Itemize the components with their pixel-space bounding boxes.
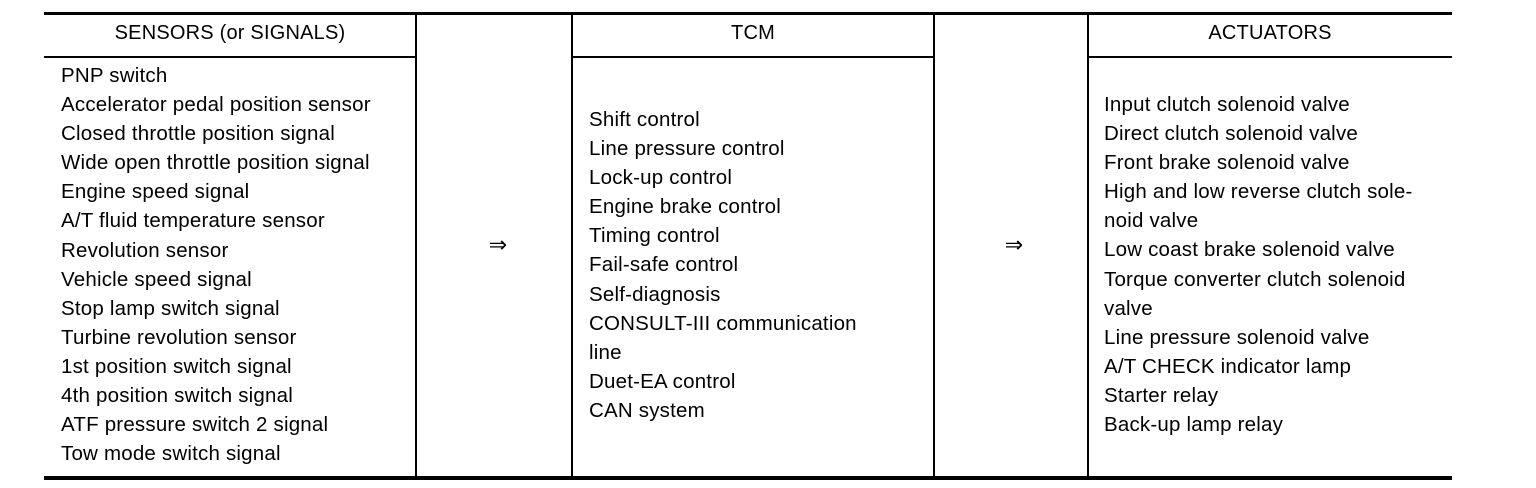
tcm-header-divider (572, 56, 935, 58)
column-divider-4 (1087, 14, 1089, 477)
list-item: Shift control (589, 108, 700, 131)
list-item: Self-diagnosis (589, 282, 721, 306)
list-item: Fail-safe control (589, 253, 739, 277)
list-item: Direct clutch solenoid valve (1104, 122, 1358, 146)
list-item: Wide open throttle position signal (61, 151, 370, 175)
list-item: Low coast brake solenoid valve (1104, 238, 1395, 262)
list-item: Closed throttle position signal (61, 122, 335, 146)
column-divider-1 (415, 14, 417, 477)
list-item: Accelerator pedal position sensor (61, 93, 371, 117)
list-item: CONSULT-III communication (589, 311, 857, 335)
list-item: Turbine revolution sensor (61, 325, 297, 349)
list-item: valve (1104, 296, 1153, 320)
list-item: Line pressure control (589, 137, 785, 161)
column-divider-3 (933, 14, 935, 477)
sensors-header: SENSORS (or SIGNALS) (114, 22, 346, 44)
actuators-header-divider (1088, 56, 1452, 58)
actuators-header: ACTUATORS (1208, 22, 1332, 44)
list-item: Stop lamp switch signal (61, 296, 280, 320)
list-item: Input clutch solenoid valve (1104, 93, 1350, 116)
list-item: Duet-EA control (589, 369, 736, 393)
list-item: Back-up lamp relay (1104, 413, 1284, 437)
list-item: line (589, 340, 622, 364)
actuators-list: Input clutch solenoid valve Direct clutc… (1104, 90, 1413, 439)
tcm-header: TCM (731, 22, 775, 44)
list-item: Tow mode switch signal (61, 442, 281, 466)
list-item: PNP switch (61, 64, 168, 87)
list-item: Engine brake control (589, 195, 782, 219)
list-item: Starter relay (1104, 383, 1219, 407)
sensors-list: PNP switch Accelerator pedal position se… (61, 61, 371, 468)
list-item: noid valve (1104, 209, 1199, 233)
list-item: Timing control (589, 224, 720, 248)
tcm-to-actuators-arrow: ⇒ (1004, 232, 1024, 257)
list-item: Revolution sensor (61, 238, 229, 262)
list-item: CAN system (589, 398, 705, 422)
list-item: Lock-up control (589, 166, 733, 190)
sensors-to-tcm-arrow: ⇒ (488, 232, 508, 257)
tcm-functions-list: Shift control Line pressure control Lock… (589, 105, 857, 425)
list-item: 1st position switch signal (61, 354, 292, 378)
list-item: High and low reverse clutch sole- (1104, 180, 1413, 204)
list-item: Torque converter clutch solenoid (1104, 267, 1406, 291)
list-item: A/T CHECK indicator lamp (1104, 354, 1352, 378)
list-item: A/T fluid temperature sensor (61, 209, 325, 233)
list-item: ATF pressure switch 2 signal (61, 413, 329, 437)
list-item: Front brake solenoid valve (1104, 151, 1350, 175)
list-item: 4th position switch signal (61, 384, 293, 408)
sensors-header-divider (44, 56, 417, 58)
list-item: Engine speed signal (61, 180, 250, 204)
table-bottom-border (44, 476, 1452, 480)
column-divider-2 (571, 14, 573, 477)
table-top-border (44, 12, 1452, 15)
list-item: Vehicle speed signal (61, 267, 252, 291)
list-item: Line pressure solenoid valve (1104, 325, 1370, 349)
